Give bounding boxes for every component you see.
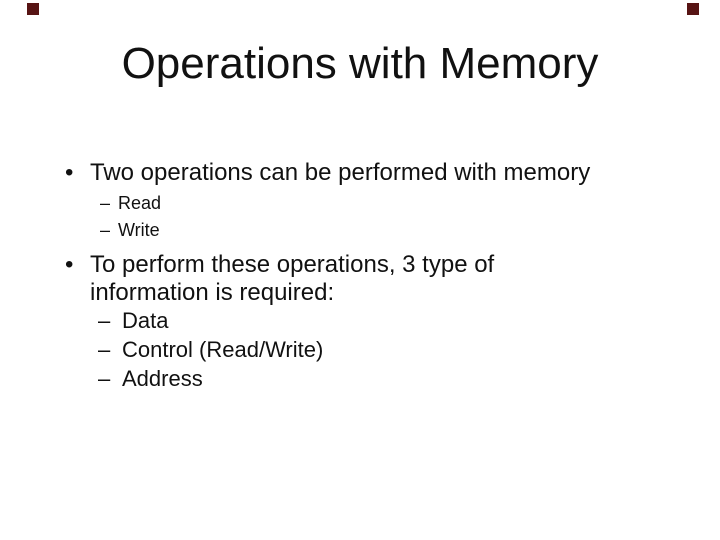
corner-accent-right xyxy=(687,3,699,15)
slide-title: Operations with Memory xyxy=(121,39,599,88)
sub-bullet-item-write: – Write xyxy=(65,217,161,244)
dash-icon: – xyxy=(98,366,111,391)
bullet-icon: • xyxy=(65,159,74,186)
bullet-item-1-text: Two operations can be performed with mem… xyxy=(90,159,591,186)
bullet-item-2: • To perform these operations, 3 type of… xyxy=(65,251,610,307)
dash-icon: – xyxy=(100,193,111,213)
sub-bullet-item-address: – Address xyxy=(65,364,323,393)
sub-bullet-read-text: Read xyxy=(118,193,162,213)
sub-bullet-write-text: Write xyxy=(118,220,160,240)
sub-bullet-data-text: Data xyxy=(122,308,169,333)
corner-accent-left xyxy=(27,3,39,15)
sub-bullet-address-text: Address xyxy=(122,366,203,391)
sub-bullet-item-read: – Read xyxy=(65,190,161,217)
bullet-item-2-text: To perform these operations, 3 type of i… xyxy=(90,251,495,306)
dash-icon: – xyxy=(98,308,111,333)
dash-icon: – xyxy=(100,220,111,240)
dash-icon: – xyxy=(98,337,111,362)
sub-bullet-control-text: Control (Read/Write) xyxy=(122,337,324,362)
bullet-item-1: • Two operations can be performed with m… xyxy=(65,159,610,187)
bullet-icon: • xyxy=(65,251,74,278)
sub-bullet-item-control: – Control (Read/Write) xyxy=(65,335,323,364)
sub-bullet-item-data: – Data xyxy=(65,306,323,335)
sub-bullet-group-2: – Data – Control (Read/Write) – Address xyxy=(65,306,323,393)
sub-bullet-group-1: – Read – Write xyxy=(65,190,161,244)
